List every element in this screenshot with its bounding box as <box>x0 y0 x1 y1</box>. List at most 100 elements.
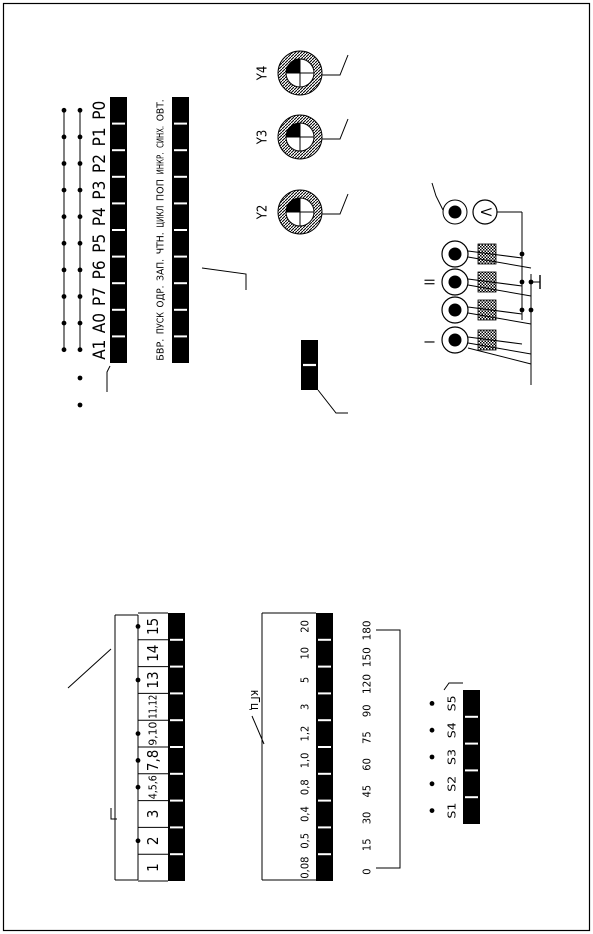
channel-label-1: I <box>421 340 436 343</box>
channel-group: V I II <box>421 182 541 385</box>
bus-dot <box>77 320 83 326</box>
jack-hole <box>448 205 462 219</box>
bus-dot <box>61 347 67 353</box>
freq-label: 0,08 <box>299 857 312 879</box>
number-label: 11,12 <box>147 695 160 719</box>
bus-dot <box>135 731 141 736</box>
jack-row <box>441 268 532 297</box>
mode-label: ОВТ. <box>156 99 167 121</box>
register-label: A0 <box>90 313 110 333</box>
voltmeter-label: V <box>477 208 493 217</box>
number-label: 13 <box>144 671 162 688</box>
bus-dot <box>61 267 67 273</box>
indicator-block <box>301 340 348 414</box>
scale-label: 120 <box>361 674 374 694</box>
scale-label: 30 <box>361 812 374 825</box>
switch-label: S5 <box>446 695 459 711</box>
switch-label: S3 <box>446 749 459 765</box>
dial-y3: Y3 <box>256 114 349 160</box>
leader-line <box>110 808 117 820</box>
scale-bracket <box>376 629 401 869</box>
mode-label: БВР. <box>156 339 167 361</box>
leader-line <box>67 648 112 689</box>
register-label: P3 <box>90 181 110 200</box>
mode-label: ЗАП. <box>156 259 167 281</box>
mode-label: ЦИКЛ <box>156 206 167 228</box>
freq-label: 0,4 <box>299 806 312 822</box>
leader-line <box>322 118 349 140</box>
scale-label: 15 <box>361 839 374 852</box>
freq-label: 0,5 <box>299 833 312 849</box>
jack-hole <box>448 333 462 347</box>
bus-dot <box>135 677 141 683</box>
leader-line <box>106 365 111 392</box>
dial-group: Y2 Y3 Y4 <box>256 50 349 235</box>
switch-label: S4 <box>446 722 459 738</box>
register-label: P2 <box>90 154 110 173</box>
freq-label: 5 <box>299 677 312 683</box>
mode-label: ИНКР. <box>156 153 167 175</box>
terminal-block <box>477 243 497 265</box>
switch-dot <box>429 781 435 787</box>
bus-dot <box>77 134 83 140</box>
freq-unit: кГц <box>248 690 262 710</box>
leader-line <box>431 182 444 211</box>
bus-dot <box>61 214 67 220</box>
jack-row <box>441 240 532 269</box>
switch-dot <box>429 808 435 813</box>
jack-voltmeter <box>442 199 468 225</box>
register-label: P1 <box>90 127 110 146</box>
bus-dot <box>77 267 83 273</box>
number-label: 15 <box>144 618 162 635</box>
mode-label: ЧТН. <box>156 232 167 254</box>
bus-dot <box>135 624 141 629</box>
number-label: 7,8 <box>144 750 162 771</box>
register-label: P5 <box>90 234 110 253</box>
dial-y2: Y2 <box>256 189 349 235</box>
switch-button-strip <box>463 690 480 824</box>
freq-label: 0,8 <box>299 779 312 795</box>
jack-row <box>441 296 532 325</box>
switch-dot <box>429 727 435 733</box>
register-label: P7 <box>90 287 110 306</box>
leader-line <box>322 54 349 76</box>
number-label: 3 <box>144 810 162 819</box>
register-label: P0 <box>90 101 110 120</box>
dial-y4: Y4 <box>256 50 349 96</box>
freq-label: 3 <box>299 704 312 710</box>
jack-hole <box>448 247 462 261</box>
scale-label: 45 <box>361 785 374 798</box>
leader-line <box>322 193 349 215</box>
bus-dot <box>135 784 141 790</box>
mode-label: ПУСК <box>156 312 167 335</box>
switch-dot <box>429 754 435 760</box>
bus-dot <box>61 187 67 193</box>
bus-dot <box>77 214 83 220</box>
bus-dot <box>61 134 67 140</box>
bus-dot <box>77 347 83 353</box>
channel-label-2: II <box>421 279 436 286</box>
mode-label: СИНХ. <box>156 126 167 148</box>
freq-label: 1,0 <box>299 753 312 769</box>
leader-line <box>251 715 265 745</box>
bus-dot <box>77 240 83 246</box>
switch-strip: S1 S2 S3 S4 S5 <box>429 682 480 824</box>
register-label: P6 <box>90 260 110 279</box>
switch-label: S2 <box>446 776 459 792</box>
freq-label: 20 <box>299 620 312 633</box>
bus-dot <box>61 107 67 113</box>
scale-label: 150 <box>361 647 374 667</box>
bus-dot <box>135 838 141 844</box>
jack-hole <box>448 275 462 289</box>
switch-label: S1 <box>446 803 459 819</box>
number-label: 4,5,6 <box>147 775 160 799</box>
bus-dot <box>77 161 83 166</box>
scale-label: 180 <box>361 620 374 640</box>
register-label: P4 <box>90 207 110 226</box>
number-label: 14 <box>144 645 162 662</box>
number-label: 9,10 <box>147 722 160 746</box>
terminal-block <box>477 329 497 351</box>
